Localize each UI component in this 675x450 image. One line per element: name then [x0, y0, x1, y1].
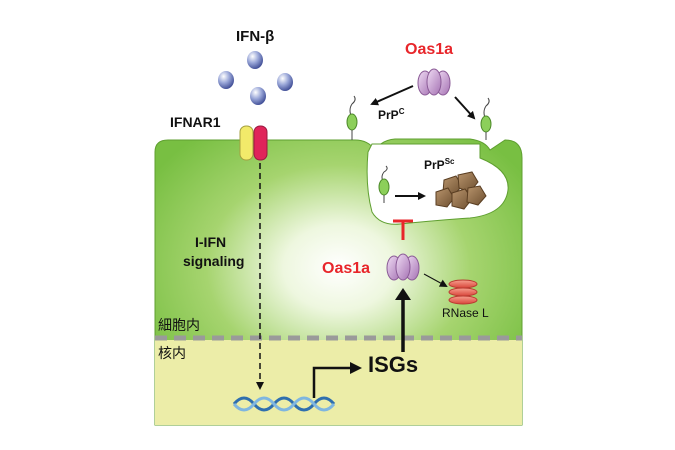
- ifn-beta-molecule-icon: [218, 51, 293, 105]
- signaling-label-line1: I-IFN: [195, 234, 227, 250]
- prpc-label-base: PrP: [378, 108, 399, 122]
- prpc-protein-icon: [378, 165, 390, 203]
- nucleus-label: 核内: [158, 345, 186, 361]
- arrow-oas1a-to-prpc-right: [454, 96, 476, 120]
- nucleus-region: [155, 340, 522, 425]
- transcription-arrow-head: [350, 362, 362, 374]
- arrow-oas1a-to-prpc-left: [370, 85, 414, 106]
- prpsc-label-base: PrP: [424, 158, 445, 172]
- oas1a-mid-label: Oas1a: [322, 260, 371, 277]
- oas1a-protein-icon: [417, 68, 451, 96]
- prpc-protein-icon: [480, 97, 492, 140]
- cytoplasm-label: 細胞内: [158, 317, 200, 333]
- signaling-label-line2: signaling: [183, 253, 245, 269]
- inhibition-bar-icon: [393, 219, 413, 240]
- ifnar1-receptor-icon: [239, 125, 268, 161]
- prpc-label: PrPC: [378, 107, 405, 122]
- oas1a-protein-icon: [386, 253, 420, 281]
- ifn-beta-label: IFN-β: [236, 28, 275, 45]
- prpsc-aggregate-icon: [435, 171, 487, 210]
- dna-helix-icon: [232, 396, 336, 412]
- arrow-oas1a-to-rnase: [423, 273, 448, 287]
- endosome-vesicle: [366, 143, 509, 225]
- rnase-l-label: RNase L: [442, 306, 489, 320]
- rnase-l-icon: [448, 279, 478, 305]
- prpsc-label-sup: Sc: [444, 157, 455, 166]
- prpc-protein-icon: [346, 95, 358, 140]
- ifnar1-label: IFNAR1: [170, 114, 221, 130]
- oas1a-top-label: Oas1a: [405, 41, 454, 58]
- arrow-isgs-to-oas1a-head: [395, 288, 411, 300]
- prpc-label-sup: C: [398, 107, 405, 116]
- isgs-label: ISGs: [368, 352, 419, 377]
- prpsc-label: PrPSc: [424, 157, 455, 172]
- transcription-arrow: [312, 366, 352, 398]
